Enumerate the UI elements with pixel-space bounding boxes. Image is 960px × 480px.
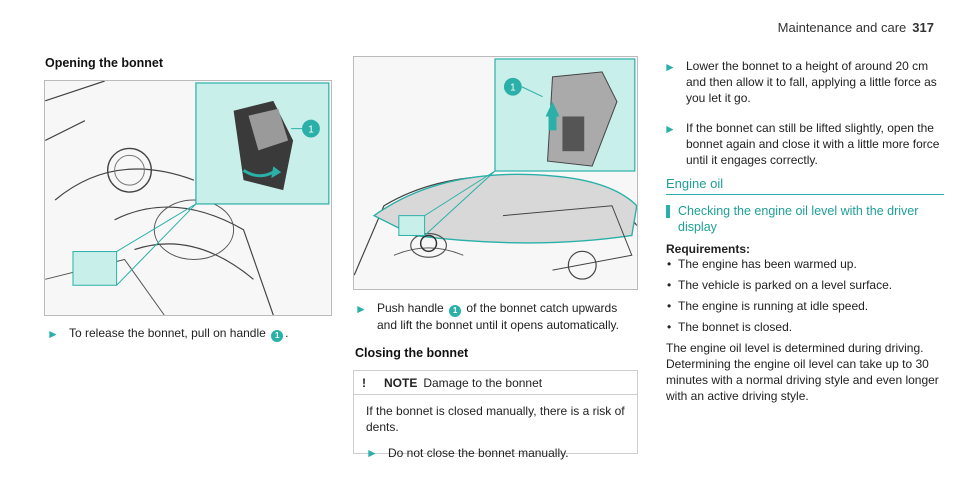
interior-illustration: 1 [45,81,331,315]
running-header: Maintenance and care 317 [778,20,934,35]
section-divider [666,194,944,195]
engine-oil-subtitle: Checking the engine oil level with the d… [666,203,944,235]
step-release-bonnet: ► To release the bonnet, pull on handle … [47,325,337,342]
step-text-part1: Push handle [377,301,444,315]
step-text: If the bonnet can still be lifted slight… [686,121,940,167]
figure-bonnet-catch: 1 [353,56,638,290]
callout-badge: 1 [449,305,462,317]
list-item: The vehicle is parked on a level surface… [666,277,946,293]
step-text-part1: To release the bonnet, pull on handle [69,326,266,340]
requirements-title: Requirements: [666,242,751,256]
step-text-part2: of the bonnet catch upwards and lift the… [377,301,619,332]
opening-title: Opening the bonnet [45,56,164,70]
step-arrow-icon: ► [366,446,378,460]
step-lower-bonnet: ► Lower the bonnet to a height of around… [664,58,946,106]
note-step-text: Do not close the bonnet manually. [388,446,569,460]
figure-callout-label: 1 [308,125,314,136]
header-section: Maintenance and care [777,20,907,35]
note-header: ! NOTE Damage to the bonnet [354,371,637,395]
requirements-list: The engine has been warmed up. The vehic… [666,256,946,340]
step-text-part2: . [285,326,289,340]
note-text: If the bonnet is closed manually, there … [366,404,625,434]
figure-interior-release-handle: 1 [44,80,332,316]
figure-callout-label: 1 [510,83,516,94]
note-step: ► Do not close the bonnet manually. [366,445,629,461]
list-item: The engine has been warmed up. [666,256,946,272]
note-title: Damage to the bonnet [423,375,543,390]
engine-oil-title: Engine oil [666,176,724,191]
step-arrow-icon: ► [47,327,59,341]
step-reclose-bonnet: ► If the bonnet can still be lifted slig… [664,120,946,168]
step-arrow-icon: ► [355,302,367,316]
page-number: 317 [912,20,934,35]
closing-title: Closing the bonnet [355,346,469,360]
step-arrow-icon: ► [664,122,676,136]
callout-badge: 1 [271,330,284,342]
list-item: The bonnet is closed. [666,319,946,335]
car-front-illustration: 1 [354,57,637,289]
note-box: ! NOTE Damage to the bonnet If the bonne… [353,370,638,460]
step-arrow-icon: ► [664,60,676,74]
note-body: If the bonnet is closed manually, there … [354,395,637,461]
warning-icon: ! [362,375,366,390]
note-label: NOTE [384,375,418,390]
engine-oil-paragraph: The engine oil level is determined durin… [666,341,939,403]
step-push-handle: ► Push handle 1 of the bonnet catch upwa… [355,300,640,333]
step-text: Lower the bonnet to a height of around 2… [686,59,937,105]
list-item: The engine is running at idle speed. [666,298,946,314]
